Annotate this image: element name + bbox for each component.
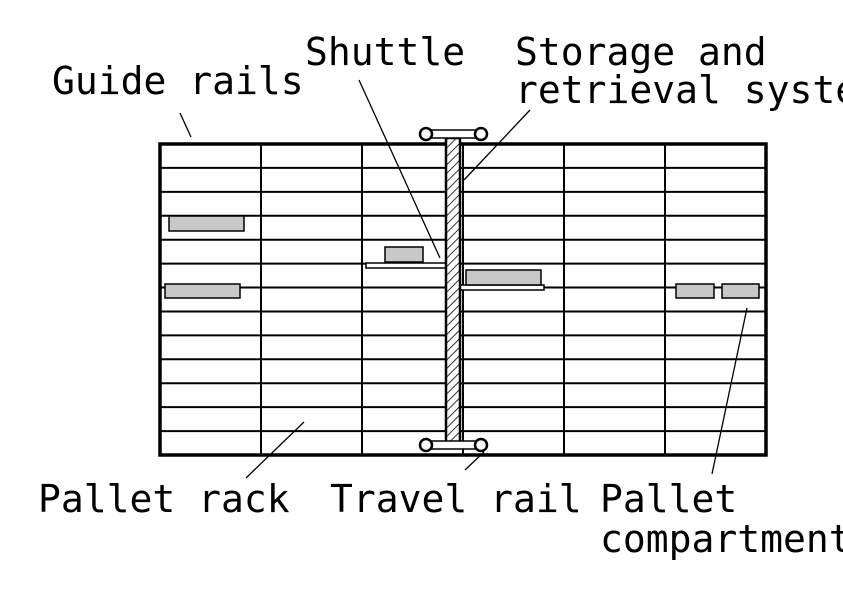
pallet-compartment-b (721, 283, 760, 299)
label-srs-line1: Storage and (515, 30, 767, 74)
pallet-rack-bays (260, 144, 666, 455)
srs-mast (444, 136, 462, 444)
shuttle-pallet (384, 246, 424, 263)
pallet-rack-frame (158, 142, 768, 457)
leader-srs (463, 109, 531, 181)
leader-travel-rail (464, 451, 485, 471)
label-compartment-line2: compartment (600, 517, 843, 561)
leader-guide-rails (179, 112, 192, 138)
leader-pallet-compartment (711, 307, 748, 475)
bottom-carriage (418, 437, 489, 453)
srs-pallet (465, 269, 542, 286)
label-srs-line2: retrieval system (515, 68, 843, 112)
shuttle-platform (365, 262, 447, 269)
label-compartment-line1: Pallet (600, 477, 737, 521)
top-carriage (418, 126, 489, 142)
label-guide-rails: Guide rails (52, 59, 304, 103)
label-pallet-rack: Pallet rack (38, 477, 290, 521)
label-shuttle: Shuttle (305, 30, 465, 74)
label-travel-rail: Travel rail (330, 477, 582, 521)
pallet-left-upper (168, 215, 245, 232)
pallet-left-lower (164, 283, 241, 299)
leader-shuttle (358, 79, 441, 259)
leader-pallet-rack (245, 421, 305, 479)
pallet-compartment-a (675, 283, 715, 299)
